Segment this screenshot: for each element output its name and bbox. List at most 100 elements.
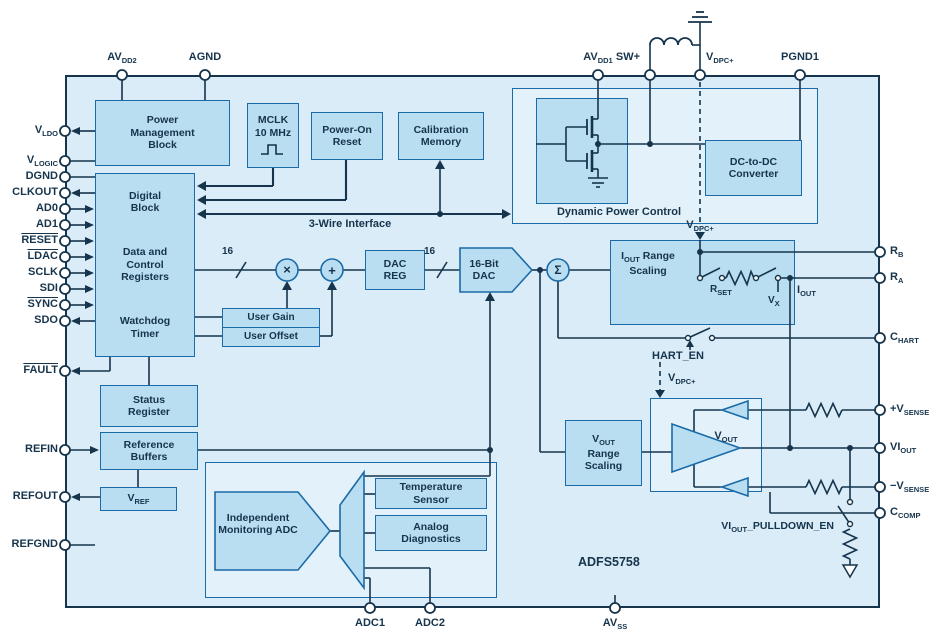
dac-pentagon [459, 247, 534, 293]
pin-agnd [199, 69, 211, 81]
pin-label-plus-vsense: +VSENSE [890, 403, 930, 418]
pin-label-sdo: SDO [34, 314, 58, 326]
dc-to-dc-converter-block: DC-to-DC Converter [705, 140, 802, 196]
output-amplifier-triangle [671, 422, 743, 474]
pin-sclk [59, 267, 71, 279]
pin-label-swplus: SW+ [615, 51, 641, 63]
pin-avdd2 [116, 69, 128, 81]
ground-arrow-icon [841, 564, 859, 579]
pin-label-ccomp: CCOMP [890, 506, 921, 521]
switch-icon [687, 327, 711, 339]
pin-adc2 [424, 602, 436, 614]
pin-label-avdd2: AVDD2 [107, 51, 137, 66]
resistor-icon [805, 401, 843, 419]
power-management-block: Power Management Block [95, 100, 230, 166]
ground-icon [588, 177, 608, 188]
pin-ra [874, 272, 886, 284]
switch-contacts [684, 274, 854, 528]
mux-trapezoid [339, 469, 365, 591]
vdpc-mid-label: VDPC+ [686, 219, 714, 234]
three-wire-interface-wires [206, 160, 503, 216]
dpc-transistor-box [536, 98, 628, 204]
pin-label-reset: RESET [21, 234, 58, 246]
switch-icon [699, 267, 721, 279]
rset-label: RSET [710, 284, 732, 297]
sense-buffer-top-triangle [719, 399, 749, 421]
pin-avdd1 [592, 69, 604, 81]
pin-label-dgnd: DGND [25, 170, 58, 182]
ground-icon [688, 11, 712, 23]
clock-waveform-icon [261, 144, 283, 155]
pin-label-ldac: LDAC [27, 250, 58, 262]
part-number-label: ADFS5758 [578, 555, 640, 569]
bus-slash [235, 261, 247, 279]
pin-label-ra: RA [890, 271, 904, 286]
hart-en-label: HART_EN [652, 350, 704, 362]
iout-label: IOUT [797, 284, 816, 299]
sigma-circle [546, 258, 570, 282]
pin-label-sdi: SDI [39, 282, 58, 294]
left-pin-wires [70, 130, 490, 546]
pin-ad1 [59, 219, 71, 231]
monitoring-adc-label: Independent Monitoring ADC [218, 512, 298, 537]
vout-range-scaling-block: VOUT Range Scaling [565, 420, 642, 486]
resistor-icon [725, 269, 755, 287]
pin-label-vldo: VLDO [34, 124, 58, 139]
pin-vdpc [694, 69, 706, 81]
pin-fault [59, 365, 71, 377]
pin-sync [59, 299, 71, 311]
adder-circle [320, 258, 344, 282]
reference-buffers-block: Reference Buffers [100, 432, 198, 470]
iout-range-scaling-label: IOUT Range Scaling [621, 250, 675, 277]
pin-label-agnd: AGND [188, 51, 222, 63]
pin-label-chart: CHART [890, 331, 919, 346]
pin-label-adc2: ADC2 [415, 617, 445, 629]
pin-label-clkout: CLKOUT [12, 186, 58, 198]
pin-viout [874, 442, 886, 454]
pin-label-pgnd1: PGND1 [781, 51, 819, 63]
inductor-icon [649, 37, 693, 46]
digital-block: Digital Block Data and Control Registers… [95, 173, 195, 357]
analog-diagnostics-block: Analog Diagnostics [375, 515, 487, 551]
pin-refin [59, 444, 71, 456]
dpc-transistor-circuit [536, 116, 705, 188]
pin-circles [59, 69, 886, 614]
dac-16bit-label: 16-Bit DAC [469, 258, 499, 283]
vx-label: VX [768, 295, 780, 308]
bus-width-label: 16 [222, 246, 234, 257]
calibration-memory-block: Calibration Memory [398, 112, 484, 160]
resistor-icon [841, 528, 859, 560]
pin-label-viout: VIOUT [890, 441, 917, 456]
pin-plus-vsense [874, 404, 886, 416]
pin-chart [874, 332, 886, 344]
pin-label-refgnd: REFGND [11, 538, 58, 550]
pin-label-vdpc: VDPC+ [706, 51, 734, 66]
status-register-block: Status Register [100, 385, 198, 427]
pin-sdo [59, 315, 71, 327]
multiplier-circle [275, 258, 299, 282]
reference-monitor-wires [330, 301, 616, 603]
pin-label-ad0: AD0 [35, 202, 58, 214]
three-wire-interface-label: 3-Wire Interface [308, 218, 392, 230]
top-rail-wires [121, 11, 801, 144]
pin-avss [609, 602, 621, 614]
pin-vldo [59, 125, 71, 137]
pin-label-fault: FAULT [23, 364, 58, 376]
pin-label-sclk: SCLK [28, 266, 58, 278]
dac-reg-block: DAC REG [365, 250, 425, 290]
pin-label-ad1: AD1 [35, 218, 58, 230]
pin-dgnd [59, 171, 71, 183]
add-symbol: + [328, 263, 336, 278]
vref-block: VREF [100, 487, 177, 511]
sense-buffer-bottom-triangle [719, 476, 749, 498]
pin-vlogic [59, 155, 71, 167]
sigma-symbol: Σ [554, 263, 562, 277]
monitoring-adc-pentagon [214, 491, 332, 571]
pin-ad0 [59, 203, 71, 215]
pin-label-rb: RB [890, 245, 904, 260]
resistor-icon [805, 478, 843, 496]
bus-width-label: 16 [424, 246, 436, 257]
pin-clkout [59, 187, 71, 199]
